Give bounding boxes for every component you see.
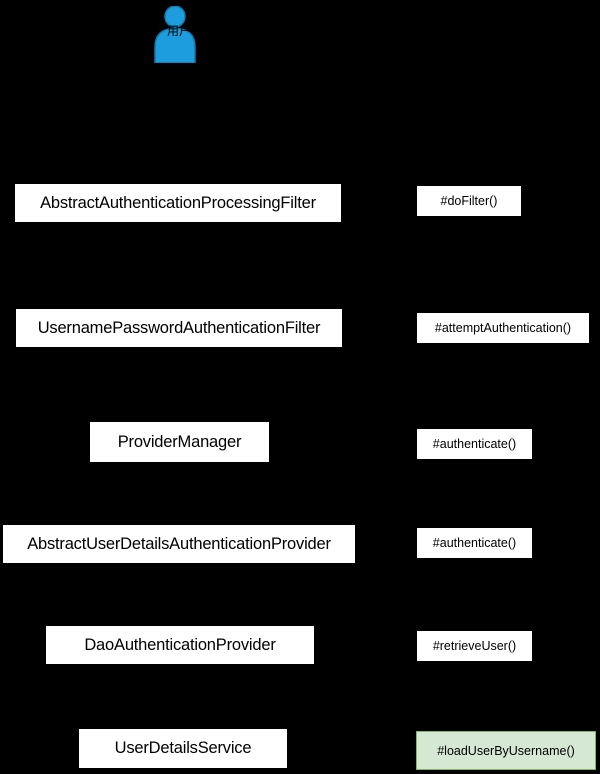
method-box-label: #loadUserByUsername() bbox=[437, 743, 575, 758]
class-box-provider-manager: ProviderManager bbox=[89, 421, 270, 463]
class-box-label: UsernamePasswordAuthenticationFilter bbox=[37, 318, 321, 337]
class-box-dao-authentication-provider: DaoAuthenticationProvider bbox=[45, 625, 315, 665]
method-box-label: #doFilter() bbox=[440, 194, 498, 208]
user-actor-label: 用户 bbox=[166, 24, 191, 38]
class-box-username-password-authentication-filter: UsernamePasswordAuthenticationFilter bbox=[15, 308, 343, 348]
class-box-label: AbstractAuthenticationProcessingFilter bbox=[40, 193, 316, 212]
method-box-authenticate-abstract-provider: #authenticate() bbox=[416, 527, 533, 559]
method-box-authenticate-provider-manager: #authenticate() bbox=[416, 428, 533, 460]
method-box-label: #retrieveUser() bbox=[432, 639, 517, 653]
user-actor-icon bbox=[154, 6, 196, 63]
class-box-user-details-service: UserDetailsService bbox=[78, 728, 288, 769]
class-box-label: ProviderManager bbox=[117, 432, 242, 451]
class-box-abstract-authentication-processing-filter: AbstractAuthenticationProcessingFilter bbox=[14, 183, 342, 223]
method-box-label: #attemptAuthentication() bbox=[434, 321, 572, 335]
method-box-do-filter: #doFilter() bbox=[416, 185, 522, 217]
method-box-load-user-by-username: #loadUserByUsername() bbox=[416, 731, 596, 770]
method-box-label: #authenticate() bbox=[432, 536, 517, 550]
method-box-retrieve-user: #retrieveUser() bbox=[416, 630, 533, 662]
class-box-label: AbstractUserDetailsAuthenticationProvide… bbox=[27, 534, 331, 553]
method-box-attempt-authentication: #attemptAuthentication() bbox=[416, 312, 590, 344]
class-box-abstract-user-details-authentication-provider: AbstractUserDetailsAuthenticationProvide… bbox=[2, 524, 356, 564]
class-box-label: DaoAuthenticationProvider bbox=[84, 635, 276, 654]
class-box-label: UserDetailsService bbox=[114, 739, 252, 757]
method-box-label: #authenticate() bbox=[432, 437, 517, 451]
